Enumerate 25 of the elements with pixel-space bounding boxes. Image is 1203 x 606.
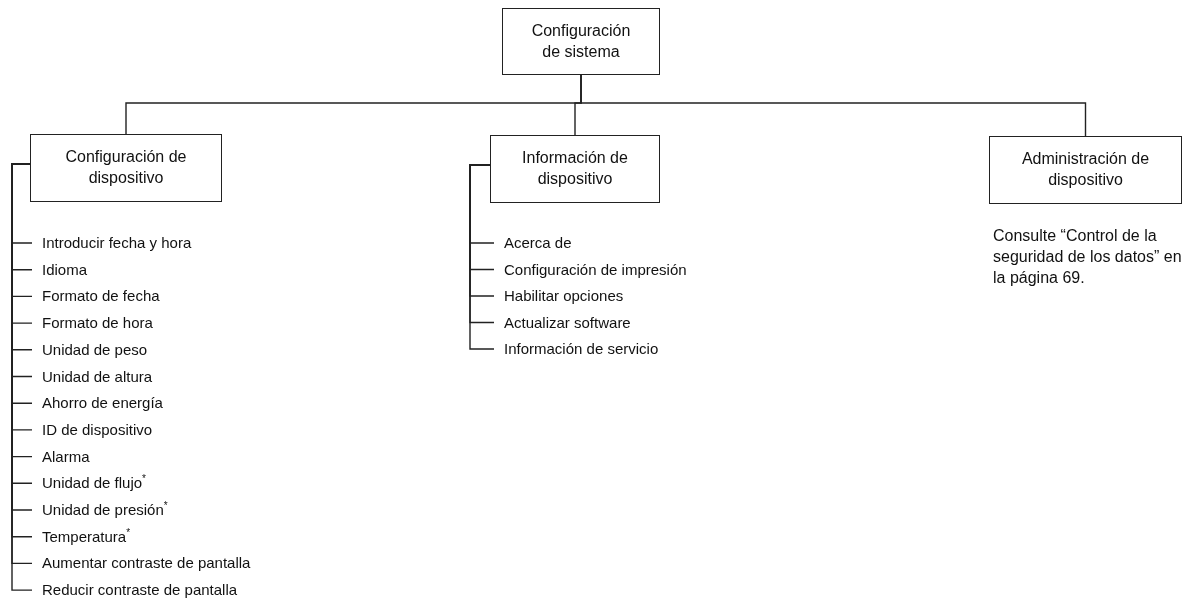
menu-box: Configuración de sistema [502,8,660,75]
menu-item: Actualizar software [504,311,631,334]
menu-item: Alarma [42,445,90,468]
menu-box: Información de dispositivo [490,135,660,203]
menu-item: Ahorro de energía [42,392,163,415]
menu-item: Formato de fecha [42,285,160,308]
menu-item: Habilitar opciones [504,285,624,307]
menu-item: Unidad de peso [42,338,148,361]
menu-item: Configuración de impresión [504,258,687,281]
menu-item: Información de servicio [504,338,659,360]
menu-item: ID de dispositivo [42,418,153,441]
cross-reference-note: Consulte “Control de la seguridad de los datos” en la página 69. [993,226,1183,288]
menu-item: Formato de hora [42,312,153,335]
menu-item: Reducir contraste de pantalla [42,579,238,602]
menu-item: Temperatura$^{*}$ [42,525,131,548]
menu-box: Administración de dispositivo [989,136,1182,204]
menu-item: Acerca de [504,232,572,254]
menu-item: Unidad de altura [42,365,153,388]
menu-item: Idioma [42,258,88,281]
menu-item: Unidad de presión$^{*}$ [42,499,168,521]
connector-line [580,74,1087,137]
menu-box: Configuración de dispositivo [30,134,222,202]
menu-item: Unidad de flujo$^{*}$ [42,472,146,495]
menu-item: Introducir fecha y hora [42,232,192,254]
menu-item: Aumentar contraste de pantalla [42,552,251,575]
